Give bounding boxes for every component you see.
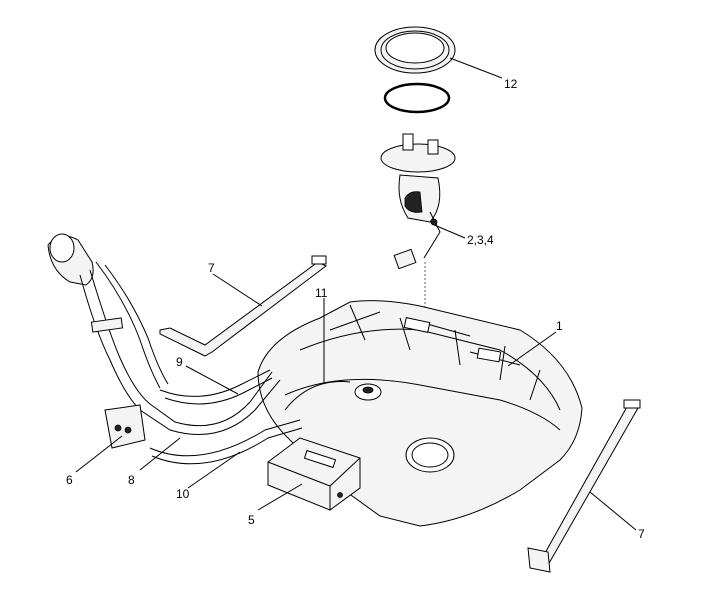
canister [267, 437, 361, 511]
callout-8: 8 [128, 473, 135, 487]
callout-11: 11 [315, 286, 328, 300]
callout-10: 10 [176, 487, 190, 501]
pump-cover-plate [374, 26, 456, 74]
callout-7-left: 7 [208, 261, 215, 275]
callout-9: 9 [176, 355, 183, 369]
callout-1: 1 [556, 319, 563, 333]
callout-7-right: 7 [638, 527, 645, 541]
callout-labels: 12 2,3,4 1 7 11 9 6 8 10 5 7 [66, 77, 645, 541]
tank-strap-right [527, 399, 641, 573]
tank-strap-left [159, 255, 327, 357]
callout-12: 12 [504, 77, 518, 91]
fuel-pump-assembly [380, 133, 456, 270]
callout-2-3-4: 2,3,4 [467, 233, 494, 247]
o-ring [383, 82, 451, 114]
filler-neck-assembly [47, 233, 351, 465]
callout-5: 5 [248, 513, 255, 527]
callout-6: 6 [66, 473, 73, 487]
leader-lines [75, 57, 637, 531]
